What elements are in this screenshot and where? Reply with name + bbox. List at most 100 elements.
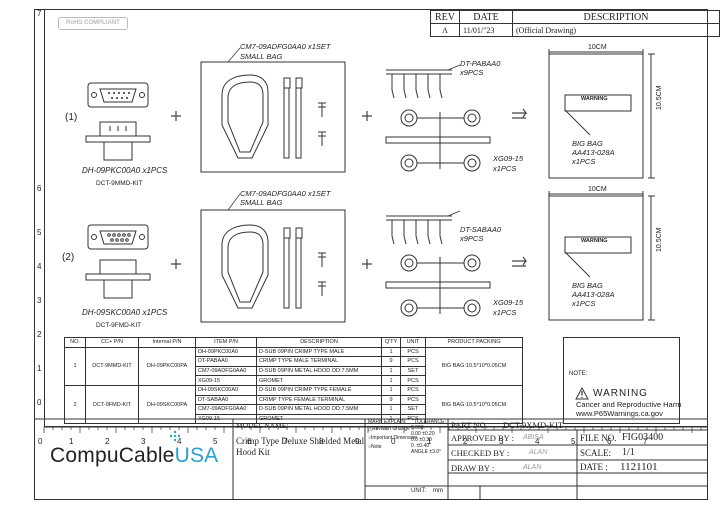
left-scale-num: 1 bbox=[37, 364, 42, 373]
hood-drawing bbox=[221, 74, 326, 159]
triangle-icon: △ bbox=[368, 426, 372, 432]
note-line1: Cancer and Reproductive Harm bbox=[576, 400, 682, 409]
kit2-hood-bag: SMALL BAG bbox=[240, 198, 283, 207]
mark-revision-label: Revision Change bbox=[371, 426, 410, 432]
bom-packing: BIG BAG:10.5*10*0.05CM bbox=[425, 346, 523, 386]
bom-cc-pn: DCT-9FMD-KIT bbox=[85, 384, 139, 425]
ruler-num: 4 bbox=[535, 437, 540, 446]
mark-note-label: Note bbox=[371, 444, 382, 450]
db9-connector-side bbox=[85, 121, 151, 161]
logo-dots-icon bbox=[169, 430, 181, 442]
left-scale-num: 5 bbox=[37, 228, 42, 237]
note-label: NOTE: bbox=[569, 371, 588, 377]
approved-label: APPROVED BY : bbox=[451, 433, 514, 443]
left-scale-num: 0 bbox=[37, 398, 42, 407]
tolerance-label: TOLERANCE: bbox=[414, 419, 446, 425]
kit1-index: (1) bbox=[65, 112, 78, 123]
kit1-grommet-label: XG09-15 bbox=[493, 154, 524, 163]
kit2-bag-label: BIG BAG bbox=[572, 281, 603, 290]
date-label: DATE : bbox=[580, 462, 608, 472]
hood-box bbox=[200, 61, 346, 173]
logo-main: CompuCable bbox=[50, 444, 175, 467]
ruler-num: 7 bbox=[283, 437, 288, 446]
circle-icon: ○ bbox=[368, 435, 372, 441]
part-no-value: DCT-9XMD-KIT bbox=[503, 420, 564, 430]
checked-label: CHECKED BY : bbox=[451, 448, 510, 458]
kit2-terminal-qty: x9PCS bbox=[460, 234, 484, 243]
left-scale-num: 4 bbox=[37, 262, 42, 271]
bag-drawing bbox=[548, 191, 655, 321]
terminal-group bbox=[386, 69, 452, 99]
tolerance-line: 0. ±0.40 bbox=[411, 443, 430, 449]
model-name-line2: Hood Kit bbox=[236, 447, 270, 457]
file-no-value: FIG03400 bbox=[622, 432, 664, 443]
mark-note: ○Note bbox=[368, 445, 382, 450]
bom-packing: BIG BAG:10.5*10*0.05CM bbox=[425, 384, 523, 425]
plus-icon bbox=[171, 259, 181, 269]
tolerance-line: 0.000: bbox=[411, 425, 425, 431]
date-value: 1121101 bbox=[620, 461, 658, 473]
kit1-grommet-qty: x1PCS bbox=[493, 164, 517, 173]
rohs-badge: RoHS COMPLIANT bbox=[58, 17, 128, 30]
kit2-kit-name: DCT-9FMD-KIT bbox=[96, 322, 142, 329]
ruler-num: 6 bbox=[247, 437, 252, 446]
ruler-num: 3 bbox=[141, 437, 146, 446]
kit1-kit-name: DCT-9MMD-KIT bbox=[96, 180, 143, 187]
ruler-num: 4 bbox=[177, 437, 182, 446]
kit2-grommet-label: XG09-15 bbox=[493, 298, 524, 307]
kit1-bag-label: BIG BAG bbox=[572, 139, 603, 148]
kit2-terminal-label: DT-SABAA0 bbox=[460, 225, 501, 234]
checked-value: ALAN bbox=[529, 449, 548, 456]
kit1-bag-pn: AA413-028A bbox=[572, 148, 615, 157]
tolerance-line: 0.00 ±0.20 bbox=[411, 431, 435, 437]
kit1-terminal-label: DT-PABAA0 bbox=[460, 59, 501, 68]
bom-internal-pn: DH-09PKC00PA bbox=[138, 346, 196, 386]
tolerance-line: ANGLE ±3.0° bbox=[411, 449, 442, 455]
scale-value: 1/1 bbox=[622, 447, 635, 458]
part-no-label: PART NO. bbox=[451, 420, 488, 430]
left-scale-num: 3 bbox=[37, 296, 42, 305]
grommet-sprue bbox=[385, 254, 491, 317]
kit2-bag-width: 10CM bbox=[588, 186, 607, 193]
kit1-bag-width: 10CM bbox=[588, 44, 607, 51]
ruler-num: 9 bbox=[355, 437, 360, 446]
mark-important: ○Important Dimension bbox=[368, 436, 417, 441]
arrow-right-icon bbox=[512, 108, 528, 119]
circle-icon: ○ bbox=[368, 444, 372, 450]
scale-label: SCALE: bbox=[580, 448, 612, 458]
kit1-bag-qty: x1PCS bbox=[572, 157, 596, 166]
kit1-terminal-qty: x9PCS bbox=[460, 68, 484, 77]
ruler-num: 3 bbox=[499, 437, 504, 446]
note-box: NOTE: WARNING Cancer and Reproductive Ha… bbox=[563, 337, 682, 424]
arrow-right-icon bbox=[512, 256, 528, 267]
ruler-num: 7 bbox=[643, 437, 648, 446]
db9-connector-front bbox=[87, 224, 149, 250]
kit1-hood-label: CM7-09ADFG0AA0 x1SET bbox=[240, 42, 331, 51]
drawn-value: ALAN bbox=[523, 464, 542, 471]
table-row: 2 DCT-9FMD-KIT DH-09SKC00PA DH-09SKC00A0… bbox=[64, 384, 523, 425]
bag-drawing bbox=[548, 49, 655, 179]
left-scale-num: 2 bbox=[37, 330, 42, 339]
note-warning-title: WARNING bbox=[593, 388, 648, 399]
mark-explain-label: MARK EXPLAIN: bbox=[368, 419, 407, 425]
ruler-num: 0 bbox=[38, 437, 43, 446]
kit2-grommet-qty: x1PCS bbox=[493, 308, 517, 317]
mark-revision: △Revision Change bbox=[368, 427, 410, 432]
hood-box bbox=[200, 209, 346, 323]
plus-icon bbox=[171, 111, 181, 121]
ruler-num: 1 bbox=[427, 437, 432, 446]
drawn-label: DRAW BY : bbox=[451, 463, 495, 473]
table-row: 1 DCT-9MMD-KIT DH-09PKC00PA DH-09PKC00A0… bbox=[64, 346, 523, 386]
model-name-label: MODEL NAME: bbox=[236, 421, 289, 430]
ruler-num: 5 bbox=[571, 437, 576, 446]
unit-value: mm bbox=[433, 488, 443, 494]
ruler-num: 2 bbox=[463, 437, 468, 446]
tolerance-line: 0.0 ±0.30 bbox=[411, 437, 432, 443]
ruler-num: 1 bbox=[69, 437, 74, 446]
terminal-group bbox=[386, 215, 452, 245]
kit2-bag-warning: WARNING bbox=[581, 238, 608, 244]
ruler-num: 0 bbox=[391, 437, 396, 446]
hood-drawing bbox=[221, 224, 326, 309]
company-logo: CompuCableUSA bbox=[50, 444, 218, 468]
